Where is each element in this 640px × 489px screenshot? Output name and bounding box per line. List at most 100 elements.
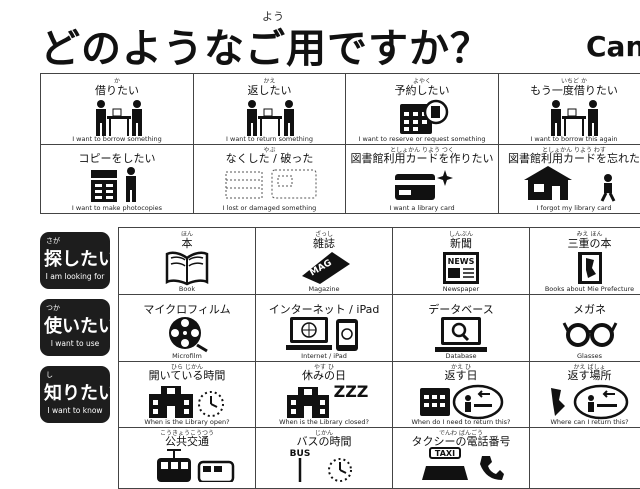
sleep-badge: ZZZ xyxy=(334,382,369,401)
option-taxi-phone[interactable]: でんわ ばんごう タクシーの電話番号 TAXI xyxy=(392,427,530,489)
option-label: バスの時間 xyxy=(296,435,352,448)
option-ruby: としょかん りよう つく xyxy=(390,147,454,154)
option-caption: Database xyxy=(445,352,477,360)
option-caption: When is the Library closed? xyxy=(279,418,369,426)
option-make-card[interactable]: としょかん りよう つく 図書館利用カードを作りたい I want a libr… xyxy=(345,144,499,214)
option-ruby: でんわ ばんごう xyxy=(439,430,483,437)
taxi-phone-icon: TAXI xyxy=(393,446,529,482)
option-caption: Books about Mie Prefecture xyxy=(544,285,635,293)
option-database[interactable]: データベース Database xyxy=(392,294,530,362)
option-magazine[interactable]: ざっし 雑誌 MAG Magazine xyxy=(255,227,393,295)
option-caption: Where can I return this? xyxy=(550,418,629,426)
database-search-icon xyxy=(393,315,529,353)
option-label: 返す日 xyxy=(444,369,478,382)
option-label: 公共交通 xyxy=(165,435,209,448)
option-caption: I want to make photocopies xyxy=(71,204,163,212)
side-label-caption: I want to use xyxy=(50,339,100,348)
option-opening-hours[interactable]: ひら じかん 開いている時間 When is the Library open? xyxy=(118,361,256,428)
option-borrow-again[interactable]: いちど か もう一度借りたい I want to borrow this aga… xyxy=(498,73,640,145)
side-label-ruby: つか xyxy=(46,304,60,312)
option-ruby: ざっし xyxy=(314,231,333,238)
taxi-badge: TAXI xyxy=(435,449,455,458)
option-ruby: かえ ひ xyxy=(451,364,471,371)
option-label: 返す場所 xyxy=(567,369,612,382)
option-label: 図書館利用カードを作りたい xyxy=(350,152,494,165)
option-ruby: みえ ほん xyxy=(576,231,603,238)
option-label: 返したい xyxy=(247,84,292,97)
page-title-cutoff: Can xyxy=(586,30,640,63)
option-ruby: ほん xyxy=(180,231,193,238)
option-label: メガネ xyxy=(573,303,606,316)
photocopier-icon xyxy=(41,166,193,204)
option-caption: Internet / iPad xyxy=(301,352,347,360)
side-label-caption: I am looking for xyxy=(45,272,105,281)
option-label: 開いている時間 xyxy=(148,369,226,382)
option-mie-books[interactable]: みえ ほん 三重の本 Books about Mie Prefecture xyxy=(529,227,640,295)
option-caption: I forgot my library card xyxy=(536,204,612,212)
option-borrow[interactable]: か 借りたい I want to borrow something xyxy=(40,73,194,145)
option-newspaper[interactable]: しんぶん 新聞 NEWS Newspaper xyxy=(392,227,530,295)
option-label: データベース xyxy=(428,303,494,316)
return-date-icon xyxy=(393,382,529,420)
option-internet-ipad[interactable]: インターネット / iPad Internet / iPad xyxy=(255,294,393,362)
side-label-want-to-use: つか 使いたい I want to use xyxy=(40,299,116,356)
option-public-transport[interactable]: こうきょうこうつう 公共交通 xyxy=(118,427,256,489)
side-label-ruby: し xyxy=(46,371,53,379)
option-caption: When do I need to return this? xyxy=(411,418,511,426)
option-label: 本 xyxy=(181,237,193,250)
option-forgot-card[interactable]: としょかん りよう わす 図書館利用カードを忘れた I forgot my li… xyxy=(498,144,640,214)
option-label: コピーをしたい xyxy=(78,152,156,165)
option-label: 休みの日 xyxy=(302,369,346,382)
page-title-ruby: よう xyxy=(262,10,284,23)
side-label-caption: I want to know xyxy=(47,406,103,415)
option-caption: When is the Library open? xyxy=(144,418,230,426)
library-sleep-icon: ZZZ xyxy=(256,379,392,419)
bus-badge: BUS xyxy=(290,449,311,459)
option-glasses[interactable]: メガネ Glasses xyxy=(529,294,640,362)
option-label: 借りたい xyxy=(95,84,139,97)
option-caption: Newspaper xyxy=(442,285,480,293)
option-reserve[interactable]: よやく 予約したい I want to reserve or request s… xyxy=(345,73,499,145)
option-lost-damaged[interactable]: やぶ なくした / 破った I lost or damaged somethin… xyxy=(193,144,346,214)
option-label: タクシーの電話番号 xyxy=(411,435,511,448)
side-label-text: 探したい xyxy=(44,249,116,270)
option-caption: I want a library card xyxy=(389,204,455,212)
option-ruby: よやく xyxy=(412,78,431,85)
glasses-icon xyxy=(530,317,640,349)
film-reel-icon xyxy=(119,315,255,353)
option-ruby: やぶ xyxy=(263,147,276,154)
option-label: 図書館利用カードを忘れた xyxy=(508,152,640,165)
option-return-date[interactable]: かえ ひ 返す日 When do I need to return this? xyxy=(392,361,530,428)
option-ruby: か xyxy=(113,78,120,85)
option-ruby: こうきょうこうつう xyxy=(159,430,214,437)
borrow-again-icon xyxy=(499,98,640,138)
option-ruby: いちど か xyxy=(561,78,587,85)
option-caption: I want to return something xyxy=(226,135,313,143)
option-closed-days[interactable]: やす ひ 休みの日 ZZZ When is the Library closed… xyxy=(255,361,393,428)
option-caption: Book xyxy=(178,285,196,293)
option-ruby: かえ ばしょ xyxy=(573,364,606,371)
newspaper-badge: NEWS xyxy=(448,257,475,266)
option-book[interactable]: ほん 本 Book xyxy=(118,227,256,295)
option-label: 予約したい xyxy=(394,84,450,97)
side-label-text: 知りたい xyxy=(44,383,116,404)
option-caption: I want to reserve or request something xyxy=(358,135,486,143)
option-caption: Magazine xyxy=(308,285,340,293)
return-icon xyxy=(194,98,345,138)
reserve-calendar-icon xyxy=(346,98,498,138)
side-label-looking-for: さが 探したい I am looking for xyxy=(40,232,116,289)
side-label-ruby: さが xyxy=(46,237,60,245)
option-label: 新聞 xyxy=(450,237,472,250)
option-label: インターネット / iPad xyxy=(268,303,380,316)
option-label: なくした / 破った xyxy=(225,152,314,165)
option-return-place[interactable]: かえ ばしょ 返す場所 Where can I return this? xyxy=(529,361,640,428)
option-ruby: かえ xyxy=(263,78,276,85)
option-return[interactable]: かえ 返したい I want to return something xyxy=(193,73,346,145)
option-bus-times[interactable]: じかん バスの時間 BUS xyxy=(255,427,393,489)
option-photocopy[interactable]: コピーをしたい I want to make photocopies xyxy=(40,144,194,214)
option-caption: I lost or damaged something xyxy=(222,204,317,212)
return-place-icon xyxy=(530,382,640,420)
option-microfilm[interactable]: マイクロフィルム Microfilm xyxy=(118,294,256,362)
side-label-text: 使いたい xyxy=(44,316,116,337)
forgot-card-icon xyxy=(499,164,640,202)
